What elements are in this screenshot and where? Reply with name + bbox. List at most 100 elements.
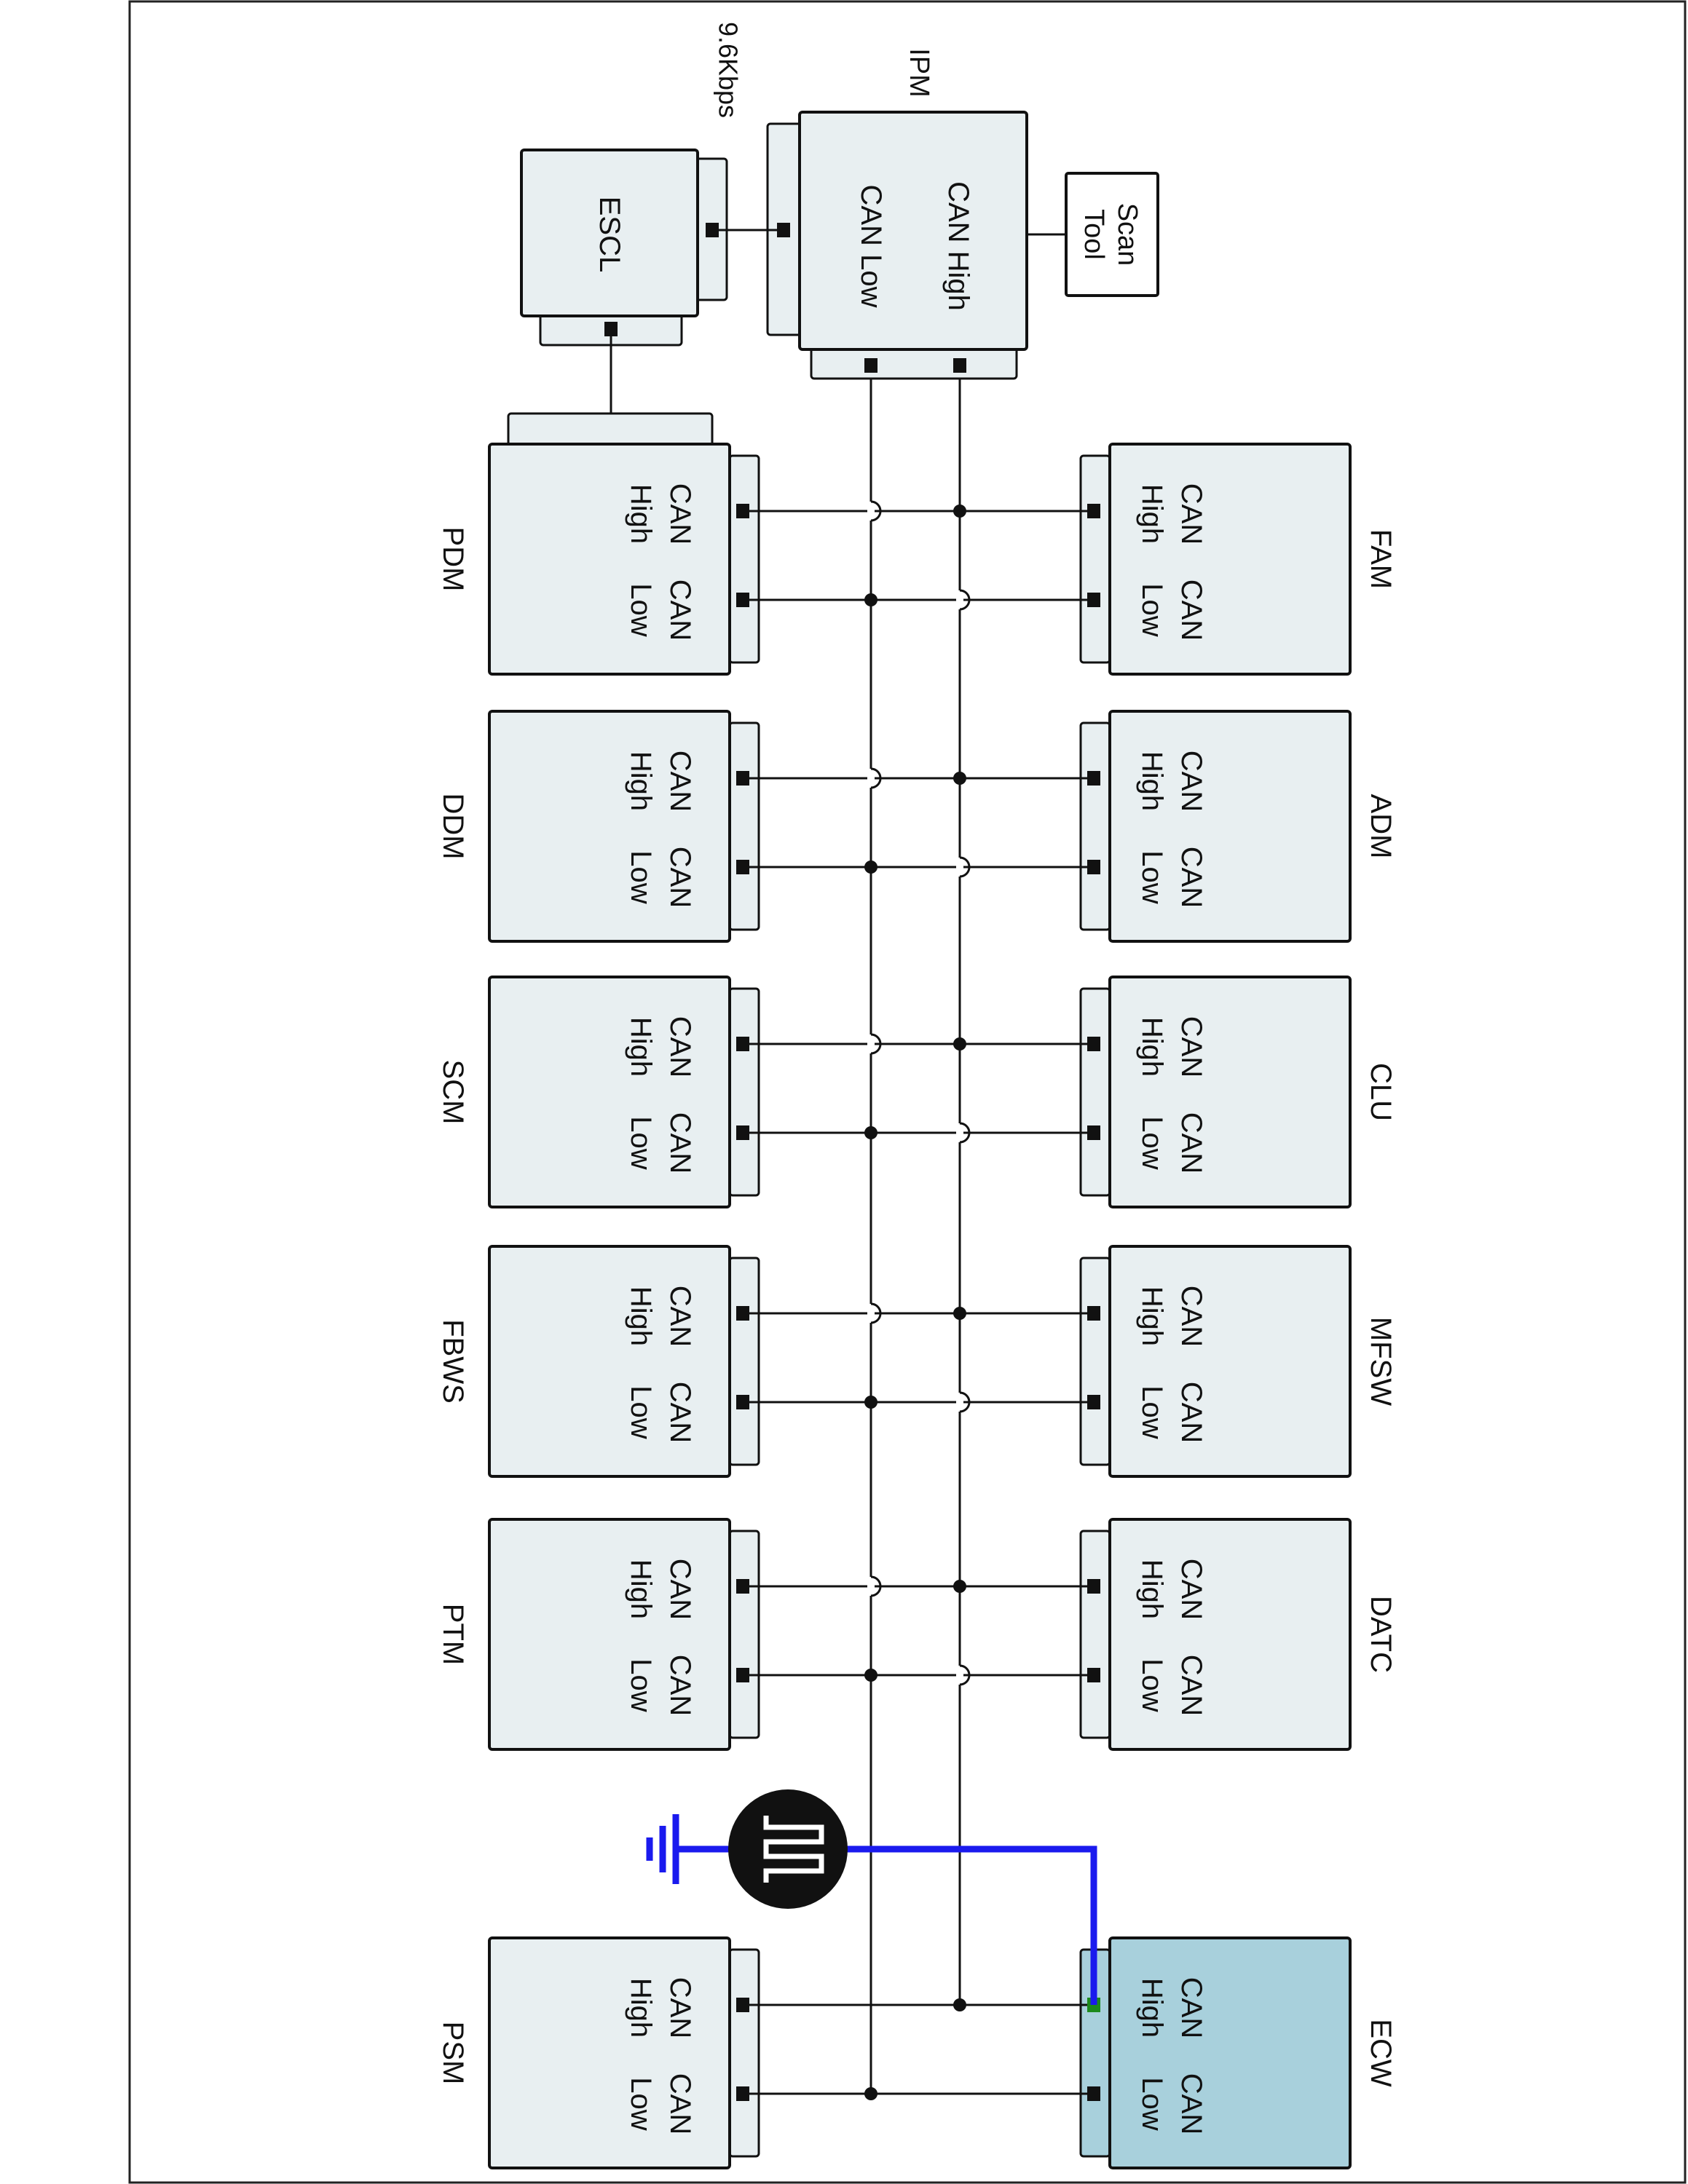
clu-connector-housing — [1079, 987, 1111, 1197]
pdm-title: PDM — [437, 527, 469, 592]
ecw-can-high-label: High — [1136, 1978, 1168, 2038]
oscilloscope-waveform — [763, 1816, 824, 1883]
fbws-can-high-can-label: CAN — [664, 1286, 696, 1347]
clu-title: CLU — [1365, 1063, 1397, 1121]
fam-can-high-can-label: CAN — [1175, 483, 1207, 545]
bus-crossing-gap — [867, 1577, 875, 1596]
junction-dot — [864, 1396, 877, 1409]
pdm-connector-housing — [728, 454, 760, 664]
psm-can-low-can-label: CAN — [664, 2073, 696, 2134]
mfsw-can-high-pin — [1087, 1306, 1100, 1321]
junction-dot — [953, 1580, 966, 1593]
psm-can-high-label: High — [625, 1978, 657, 2038]
adm-connector-housing — [1079, 721, 1111, 931]
ipm-can-high-pin — [953, 358, 966, 373]
bus-crossing-gap — [956, 1393, 963, 1412]
junction-dot — [864, 1669, 877, 1682]
junction-dot — [953, 1037, 966, 1051]
bus-crossing-gap — [956, 858, 963, 877]
datc-can-high-label: High — [1136, 1559, 1168, 1619]
bus-crossing-gap — [867, 502, 875, 521]
adm-module — [1108, 710, 1352, 943]
junction-dot — [864, 2087, 877, 2100]
scm-title: SCM — [437, 1060, 469, 1125]
datc-can-low-label: Low — [1136, 1658, 1168, 1712]
ecw-can-low-pin — [1087, 2086, 1100, 2101]
junction-dot — [953, 1998, 966, 2011]
datc-can-high-pin — [1087, 1579, 1100, 1594]
clu-can-low-label: Low — [1136, 1116, 1168, 1169]
fam-connector-housing — [1079, 454, 1111, 664]
fbws-can-high-label: High — [625, 1286, 657, 1346]
fam-module — [1108, 443, 1352, 676]
bus-crossing-hop — [959, 589, 971, 611]
fbws-can-low-pin — [736, 1395, 749, 1409]
junction-dot — [864, 593, 877, 606]
fbws-connector-housing — [728, 1257, 760, 1466]
ptm-module — [488, 1518, 731, 1751]
psm-can-low-pin — [736, 2086, 749, 2101]
fam-can-low-pin — [1087, 593, 1100, 607]
pdm-can-high-pin — [736, 504, 749, 518]
fam-title: FAM — [1365, 529, 1397, 589]
psm-can-high-can-label: CAN — [664, 1977, 696, 2038]
datc-can-low-pin — [1087, 1668, 1100, 1682]
adm-can-high-can-label: CAN — [1175, 751, 1207, 812]
bus-crossing-hop — [959, 1122, 971, 1144]
ptm-can-high-label: High — [625, 1559, 657, 1619]
ddm-can-low-pin — [736, 860, 749, 874]
ddm-title: DDM — [437, 793, 469, 859]
ecw-module — [1108, 1936, 1352, 2169]
fbws-can-low-can-label: CAN — [664, 1382, 696, 1443]
clu-can-high-can-label: CAN — [1175, 1016, 1207, 1077]
scm-can-low-label: Low — [625, 1116, 657, 1169]
bus-crossing-hop — [870, 1575, 882, 1597]
ipm-module — [798, 111, 1028, 351]
ddm-can-low-can-label: CAN — [664, 847, 696, 908]
fbws-module — [488, 1245, 731, 1478]
scm-can-high-pin — [736, 1037, 749, 1051]
scm-can-low-pin — [736, 1125, 749, 1140]
fbws-can-high-pin — [736, 1306, 749, 1321]
mfsw-title: MFSW — [1365, 1317, 1397, 1406]
escl-bottom-pin — [604, 322, 618, 336]
bus-crossing-hop — [959, 1391, 971, 1413]
bus-crossing-hop — [959, 856, 971, 878]
adm-title: ADM — [1365, 794, 1397, 859]
ddm-can-high-label: High — [625, 751, 657, 811]
adm-can-low-can-label: CAN — [1175, 847, 1207, 908]
clu-can-high-pin — [1087, 1037, 1100, 1051]
psm-can-low-label: Low — [625, 2077, 657, 2130]
junction-dot — [953, 1307, 966, 1320]
ddm-module — [488, 710, 731, 943]
ipm-escl-pin — [777, 223, 790, 237]
ddm-connector-housing — [728, 721, 760, 931]
datc-can-high-can-label: CAN — [1175, 1559, 1207, 1620]
bus-crossing-gap — [956, 1123, 963, 1142]
escl-label: ESCL — [593, 197, 626, 273]
fam-can-high-label: High — [1136, 484, 1168, 544]
fbws-can-low-label: Low — [625, 1385, 657, 1439]
junction-dot — [953, 505, 966, 518]
pdm-can-low-can-label: CAN — [664, 579, 696, 641]
scm-can-high-can-label: CAN — [664, 1016, 696, 1077]
adm-can-high-label: High — [1136, 751, 1168, 811]
ptm-can-high-pin — [736, 1579, 749, 1594]
ipm-can-high-label: CAN High — [942, 181, 974, 311]
clu-can-low-can-label: CAN — [1175, 1112, 1207, 1174]
adm-can-low-label: Low — [1136, 850, 1168, 903]
ptm-can-high-can-label: CAN — [664, 1559, 696, 1620]
ptm-connector-housing — [728, 1530, 760, 1739]
ddm-can-high-pin — [736, 771, 749, 786]
scm-can-low-can-label: CAN — [664, 1112, 696, 1174]
mfsw-can-low-can-label: CAN — [1175, 1382, 1207, 1443]
ptm-can-low-can-label: CAN — [664, 1655, 696, 1716]
bus-crossing-gap — [867, 1034, 875, 1053]
bus-crossing-hop — [959, 1664, 971, 1686]
psm-title: PSM — [437, 2022, 469, 2085]
mfsw-module — [1108, 1245, 1352, 1478]
junction-dot — [953, 772, 966, 785]
oscilloscope-icon — [728, 1789, 848, 1909]
psm-connector-housing — [728, 1948, 760, 2158]
